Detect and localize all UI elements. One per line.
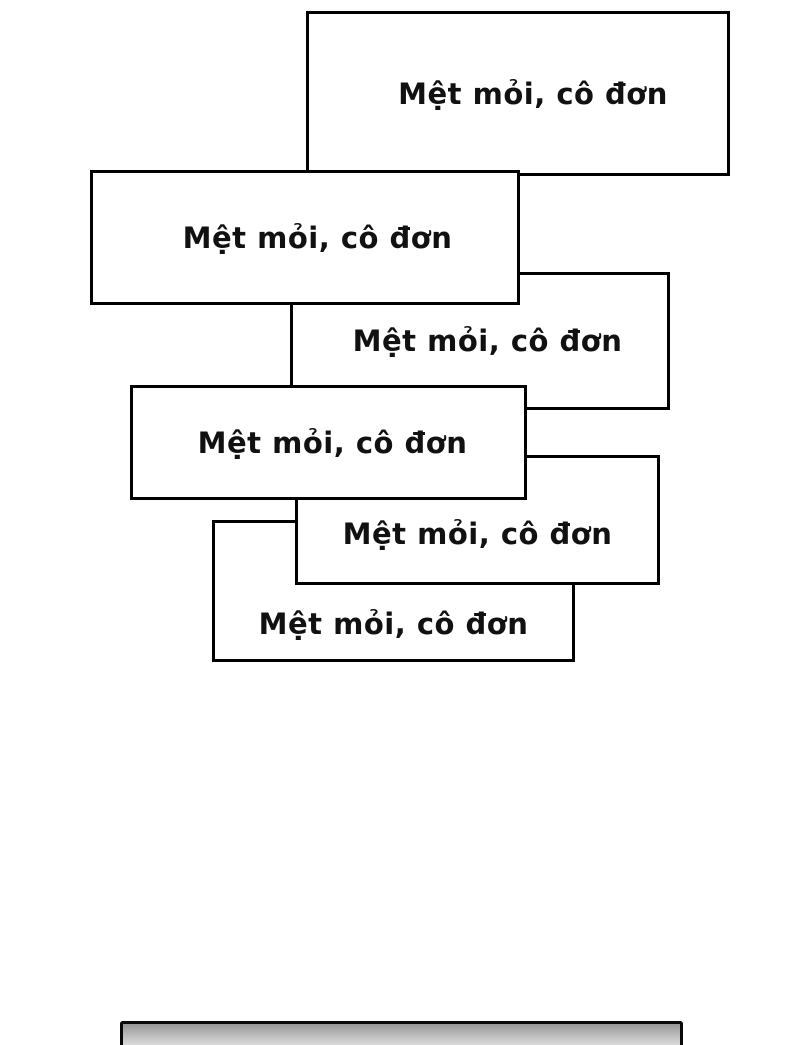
caption-text-3: Mệt mỏi, cô đơn (352, 324, 623, 358)
caption-text-4: Mệt mỏi, cô đơn (197, 425, 468, 460)
caption-text-2: Mệt mỏi, cô đơn (182, 220, 453, 255)
caption-box-1: Mệt mỏi, cô đơn (306, 11, 730, 176)
caption-box-2: Mệt mỏi, cô đơn (90, 170, 520, 305)
caption-text-1: Mệt mỏi, cô đơn (398, 76, 668, 111)
caption-box-4: Mệt mỏi, cô đơn (130, 385, 527, 500)
next-panel-top-edge (120, 1021, 683, 1045)
caption-text-6: Mệt mỏi, cô đơn (258, 607, 529, 641)
caption-text-5: Mệt mỏi, cô đơn (342, 517, 613, 551)
